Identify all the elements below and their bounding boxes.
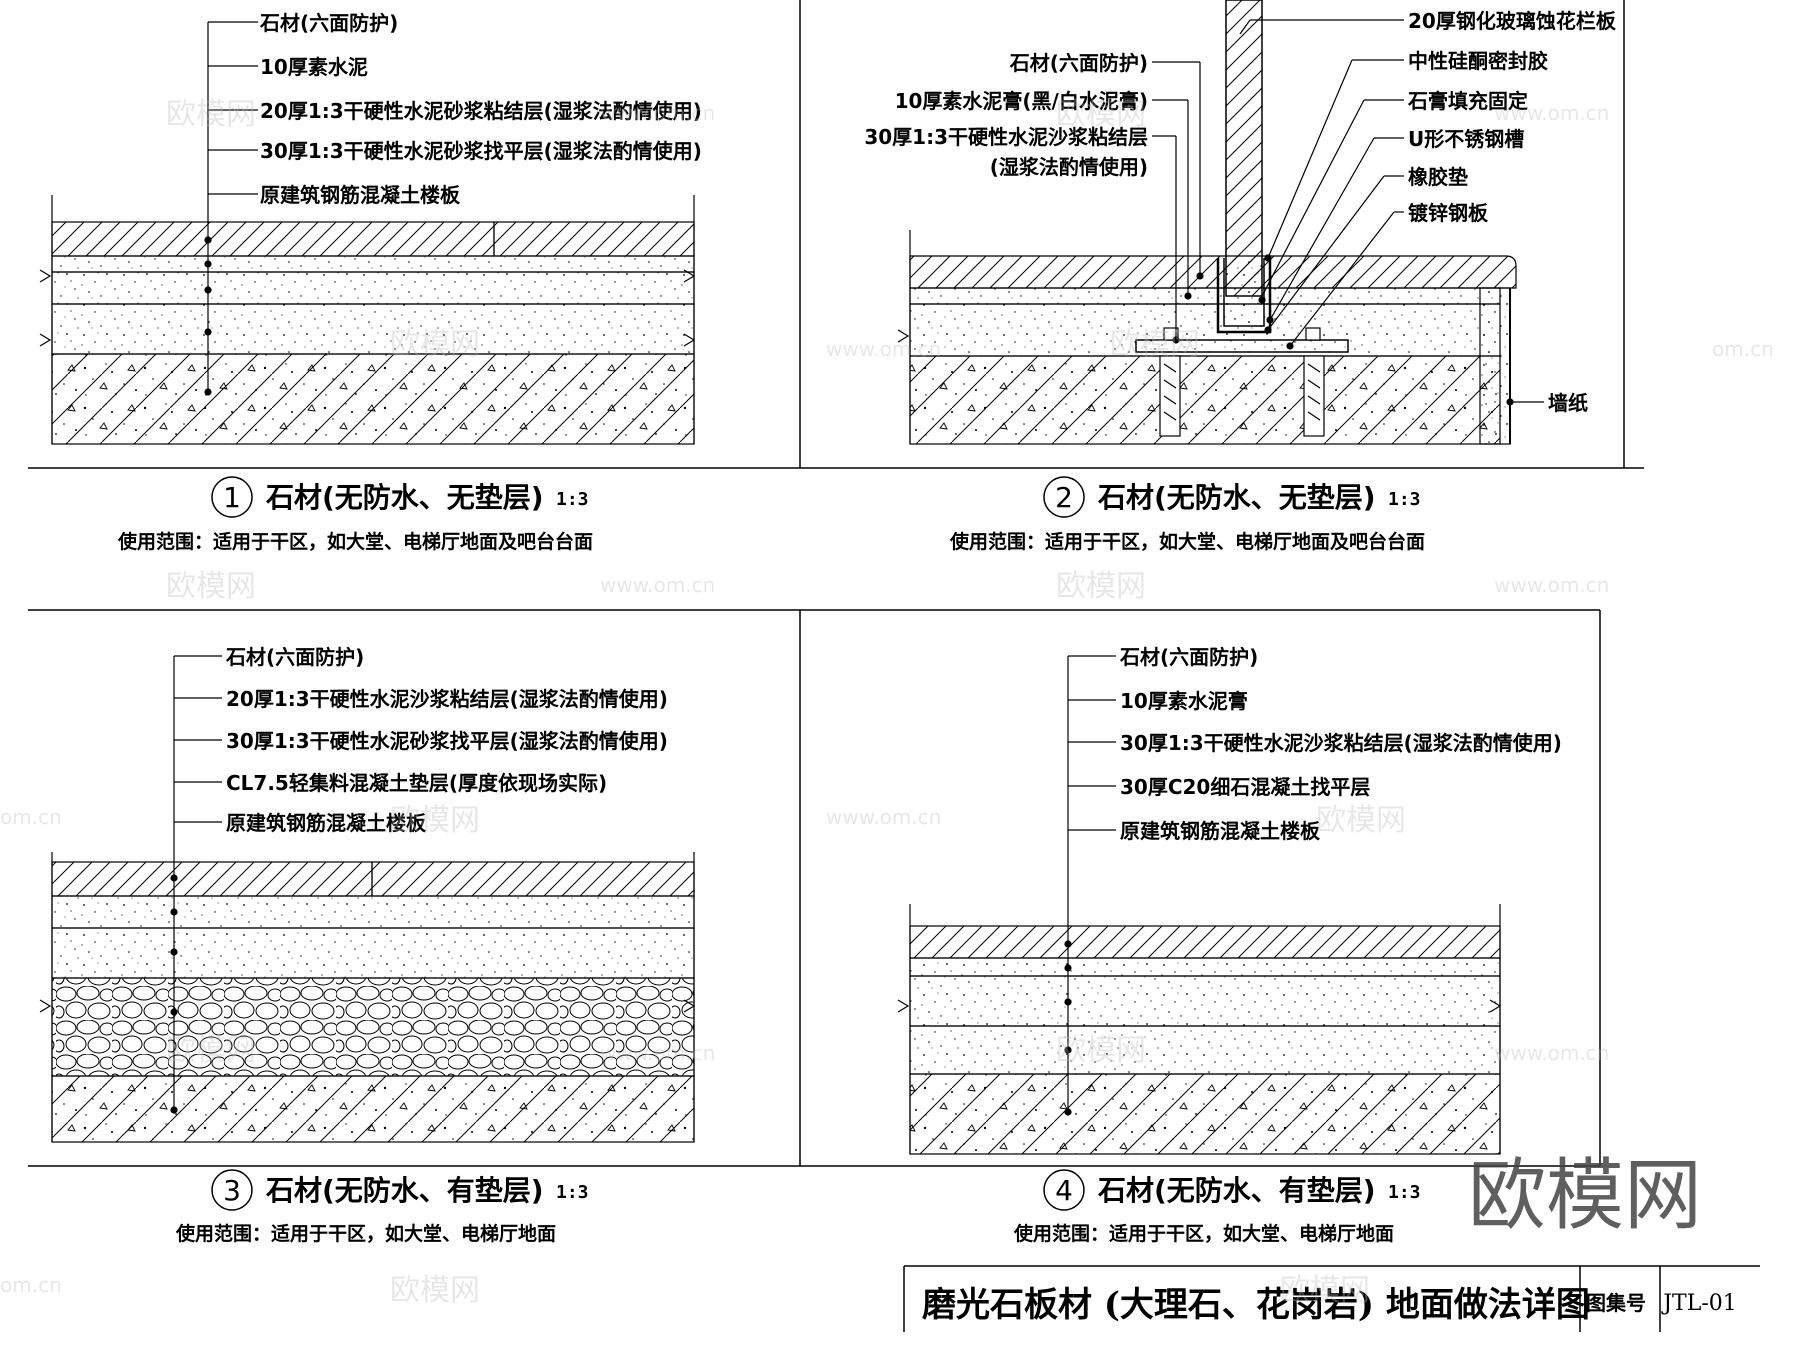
svg-text:欧模网: 欧模网	[1316, 803, 1406, 838]
detail-2-right-label-2: 中性硅酮密封胶	[1408, 49, 1548, 73]
detail-3-section	[39, 852, 696, 1143]
detail-3-label-3: 30厚1:3干硬性水泥砂浆找平层(湿浆法酌情使用)	[226, 729, 668, 753]
detail-1-label-3: 20厚1:3干硬性水泥砂浆粘结层(湿浆法酌情使用)	[260, 99, 702, 123]
detail-1-number: 1	[223, 481, 241, 514]
detail-3-label-5: 原建筑钢筋混凝土楼板	[226, 811, 427, 835]
detail-3-label-2: 20厚1:3干硬性水泥沙浆粘结层(湿浆法酌情使用)	[226, 687, 668, 711]
detail-4-label-2: 10厚素水泥膏	[1120, 689, 1248, 713]
svg-text:www.om.cn: www.om.cn	[600, 573, 715, 597]
detail-2-right-label-1: 20厚钢化玻璃蚀花栏板	[1408, 9, 1617, 33]
watermark-logo: 欧模网	[1468, 1151, 1702, 1241]
svg-text:欧模网: 欧模网	[166, 569, 256, 604]
detail-4-label-1: 石材(六面防护)	[1119, 645, 1258, 669]
detail-2-leaders	[1152, 19, 1544, 406]
detail-2-left-label-2: 10厚素水泥膏(黑/白水泥膏)	[895, 89, 1148, 113]
detail-1-leaders	[204, 21, 258, 396]
detail-3-title: 石材(无防水、有垫层)	[265, 1174, 544, 1207]
detail-1-label-1: 石材(六面防护)	[259, 11, 398, 35]
detail-2-scale: 1:3	[1388, 489, 1421, 510]
detail-2-right-label-6: 镀锌钢板	[1408, 201, 1489, 225]
svg-text:欧模网: 欧模网	[1280, 1273, 1370, 1308]
detail-3-leaders	[170, 655, 222, 1114]
detail-4-number-circle	[1043, 1169, 1085, 1211]
detail-3-label-1: 石材(六面防护)	[225, 645, 364, 669]
svg-text:www.om.cn: www.om.cn	[826, 337, 941, 361]
detail-3-usage: 使用范围：适用于干区，如大堂、电梯厅地面	[175, 1222, 556, 1245]
svg-text:欧模网: 欧模网	[1056, 1033, 1146, 1068]
svg-text:om.cn: om.cn	[0, 1273, 62, 1297]
detail-2-wall-label: 墙纸	[1548, 391, 1588, 415]
svg-text:欧模网: 欧模网	[390, 327, 480, 362]
svg-text:www.om.cn: www.om.cn	[600, 101, 715, 125]
detail-2-section	[897, 0, 1517, 445]
detail-3-scale: 1:3	[556, 1182, 589, 1203]
detail-2-left-label-4: (湿浆法酌情使用)	[990, 155, 1148, 179]
detail-2-left-label-1: 石材(六面防护)	[1009, 51, 1148, 75]
detail-4-usage: 使用范围：适用于干区，如大堂、电梯厅地面	[1013, 1222, 1394, 1245]
detail-3-number: 3	[223, 1174, 241, 1207]
detail-4-leaders	[1064, 655, 1116, 1116]
svg-text:om.cn: om.cn	[0, 805, 62, 829]
svg-text:欧模网: 欧模网	[166, 1033, 256, 1068]
detail-1-usage: 使用范围：适用于干区，如大堂、电梯厅地面及吧台台面	[117, 530, 593, 553]
detail-3-number-circle	[211, 1169, 253, 1211]
svg-text:www.om.cn: www.om.cn	[826, 805, 941, 829]
detail-1-number-circle	[211, 476, 253, 518]
svg-text:欧模网: 欧模网	[1056, 97, 1146, 132]
detail-3-label-4: CL7.5轻集料混凝土垫层(厚度依现场实际)	[226, 771, 607, 795]
svg-text:欧模网: 欧模网	[390, 803, 480, 838]
detail-1-label-5: 原建筑钢筋混凝土楼板	[260, 183, 461, 207]
atlas-code: JTL-01	[1661, 1291, 1737, 1316]
detail-2-usage: 使用范围：适用于干区，如大堂、电梯厅地面及吧台台面	[949, 530, 1425, 553]
detail-2-right-label-4: U形不锈钢槽	[1408, 127, 1524, 151]
svg-text:www.om.cn: www.om.cn	[1494, 1041, 1609, 1065]
svg-text:www.om.cn: www.om.cn	[1494, 101, 1609, 125]
atlas-label: 图集号	[1586, 1291, 1646, 1315]
detail-2-number: 2	[1055, 481, 1073, 514]
svg-text:www.om.cn: www.om.cn	[1494, 573, 1609, 597]
detail-2-title: 石材(无防水、无垫层)	[1097, 481, 1376, 514]
detail-1-section	[39, 195, 696, 445]
detail-2-number-circle	[1043, 476, 1085, 518]
svg-text:欧模网: 欧模网	[166, 97, 256, 132]
detail-2-left-label-3: 30厚1:3干硬性水泥沙浆粘结层	[864, 125, 1148, 149]
detail-4-section	[897, 904, 1502, 1155]
sheet-frame	[28, 0, 1644, 1167]
svg-text:www.om.cn: www.om.cn	[600, 1041, 715, 1065]
svg-text:欧模网: 欧模网	[390, 1273, 480, 1308]
detail-1-label-2: 10厚素水泥	[260, 55, 368, 79]
detail-1-label-4: 30厚1:3干硬性水泥砂浆找平层(湿浆法酌情使用)	[260, 139, 702, 163]
detail-4-number: 4	[1055, 1174, 1073, 1207]
detail-2-right-label-3: 石膏填充固定	[1407, 89, 1528, 113]
detail-4-label-5: 原建筑钢筋混凝土楼板	[1120, 819, 1321, 843]
detail-4-title: 石材(无防水、有垫层)	[1097, 1174, 1376, 1207]
detail-2-right-label-5: 橡胶垫	[1408, 165, 1468, 189]
title-block	[903, 1265, 1760, 1332]
detail-1-scale: 1:3	[556, 489, 589, 510]
svg-text:欧模网: 欧模网	[1110, 327, 1200, 362]
detail-4-scale: 1:3	[1388, 1182, 1421, 1203]
svg-text:om.cn: om.cn	[1712, 337, 1774, 361]
drawing-title: 磨光石板材 (大理石、花岗岩) 地面做法详图	[922, 1285, 1590, 1325]
detail-4-label-4: 30厚C20细石混凝土找平层	[1120, 775, 1370, 799]
svg-text:欧模网: 欧模网	[1056, 569, 1146, 604]
detail-1-title: 石材(无防水、无垫层)	[265, 481, 544, 514]
watermarks: 欧模网 欧模网 欧模网 欧模网 欧模网 欧模网 欧模网 欧模网 欧模网 欧模网 …	[0, 97, 1774, 1308]
detail-4-label-3: 30厚1:3干硬性水泥沙浆粘结层(湿浆法酌情使用)	[1120, 731, 1562, 755]
